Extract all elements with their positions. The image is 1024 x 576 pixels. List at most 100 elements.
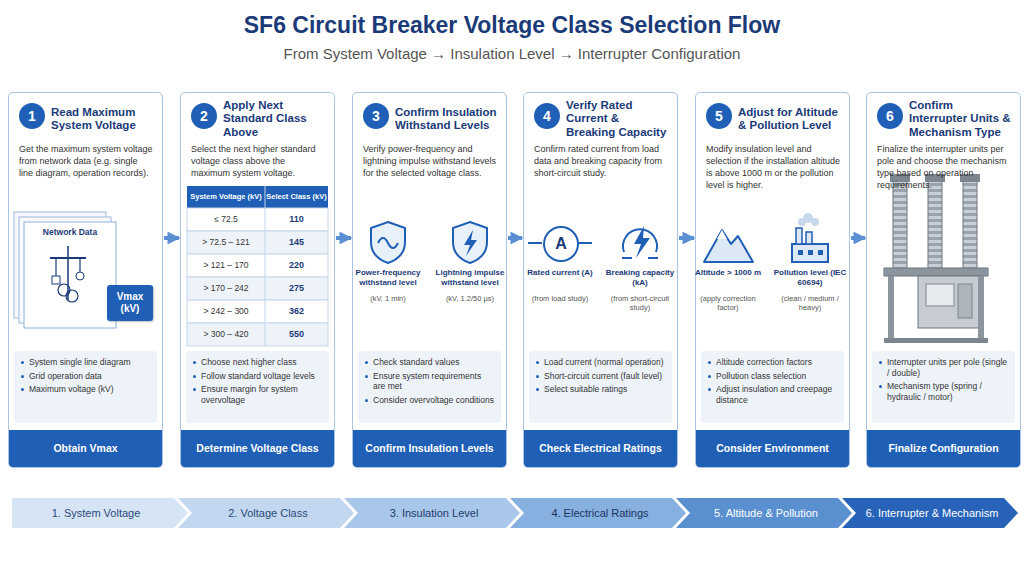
step-footer: Check Electrical Ratings bbox=[524, 430, 677, 467]
step-number-text: 4 bbox=[543, 108, 551, 124]
step-number: 2 bbox=[191, 103, 217, 129]
bullet-item: Choose next higher class bbox=[192, 357, 323, 368]
footer-label: Consider Environment bbox=[716, 442, 829, 454]
bullet-box: Check standard valuesEnsure system requi… bbox=[358, 351, 501, 423]
flow-arrow bbox=[679, 236, 694, 240]
step-number: 6 bbox=[877, 103, 903, 129]
table-cell: > 300 – 420 bbox=[187, 323, 265, 346]
step-number-text: 1 bbox=[28, 108, 36, 124]
withstand-icons bbox=[371, 222, 487, 263]
table-cell: 275 bbox=[265, 277, 328, 300]
step-heading: Verify Rated Current & Breaking Capacity bbox=[566, 99, 671, 139]
subtitle: From System Voltage → Insulation Level →… bbox=[0, 44, 1024, 64]
footer-label: Determine Voltage Class bbox=[196, 442, 318, 454]
bullet-box: Interrupter units per pole (single / dou… bbox=[872, 351, 1015, 423]
bullet-item: Mechanism type (spring / hydraulic / mot… bbox=[878, 381, 1009, 402]
bullet-item: Ensure margin for system overvoltage bbox=[192, 384, 323, 405]
bullet-item: Check standard values bbox=[364, 357, 495, 368]
icon-caption: Breaking capacity (kA) bbox=[602, 268, 678, 287]
bullet-item: Interrupter units per pole (single / dou… bbox=[878, 357, 1009, 378]
step-heading: Adjust for Altitude & Pollution Level bbox=[738, 99, 843, 139]
icon-caption: (apply correction factor) bbox=[690, 294, 766, 312]
vmax-label: Vmax (kV) bbox=[107, 291, 153, 315]
bullet-item: Load current (normal operation) bbox=[535, 357, 666, 368]
network-documents bbox=[14, 212, 116, 328]
table-cell: 550 bbox=[265, 323, 328, 346]
table-cell: Select Class (kV) bbox=[265, 186, 328, 208]
bullet-box: System single line diagramGrid operation… bbox=[14, 351, 157, 423]
chevron-label: 1. System Voltage bbox=[52, 507, 141, 519]
step-heading: Confirm Insulation Withstand Levels bbox=[395, 99, 500, 139]
step-card: Verify Rated Current & Breaking Capacity… bbox=[523, 92, 678, 468]
icon-caption: Rated current (A) bbox=[522, 268, 598, 278]
footer-label: Check Electrical Ratings bbox=[539, 442, 662, 454]
icon-caption: Altitude > 1000 m bbox=[690, 268, 766, 278]
chevron-label: 2. Voltage Class bbox=[228, 507, 308, 519]
step-number-text: 2 bbox=[200, 108, 208, 124]
environment-icons bbox=[704, 213, 828, 262]
icon-caption: Pollution level (IEC 60694) bbox=[772, 268, 848, 287]
icon-caption: Lightning impulse withstand level bbox=[432, 268, 508, 287]
bullet-item: Ensure system requirements are met bbox=[364, 371, 495, 392]
bullet-item: Pollution class selection bbox=[707, 371, 838, 382]
step-footer: Consider Environment bbox=[696, 430, 849, 467]
step-footer: Finalize Configuration bbox=[867, 430, 1020, 467]
sf6-breaker bbox=[884, 174, 988, 343]
step-heading: Read Maximum System Voltage bbox=[51, 99, 156, 139]
icon-caption: (clean / medium / heavy) bbox=[772, 294, 848, 312]
table-cell: 362 bbox=[265, 300, 328, 323]
bullet-item: Adjust insulation and creepage distance bbox=[707, 384, 838, 405]
table-cell: System Voltage (kV) bbox=[187, 186, 265, 208]
flow-arrow bbox=[336, 236, 351, 240]
table-cell: 110 bbox=[265, 208, 328, 231]
bullet-item: Maximum voltage (kV) bbox=[20, 384, 151, 395]
step-footer: Determine Voltage Class bbox=[181, 430, 334, 467]
icon-caption: (kV, 1 min) bbox=[350, 294, 426, 303]
step-number: 1 bbox=[19, 103, 45, 129]
table-cell: > 121 – 170 bbox=[187, 254, 265, 277]
footer-label: Finalize Configuration bbox=[888, 442, 998, 454]
icon-caption: Power-frequency withstand level bbox=[350, 268, 426, 287]
step-number: 5 bbox=[706, 103, 732, 129]
flow-arrow bbox=[851, 236, 865, 240]
bullet-item: Consider overvoltage conditions bbox=[364, 395, 495, 406]
bullet-item: System single line diagram bbox=[20, 357, 151, 368]
step-number-text: 5 bbox=[715, 108, 723, 124]
bullet-item: Follow standard voltage levels bbox=[192, 371, 323, 382]
step-description: Verify power-frequency and lightning imp… bbox=[363, 143, 498, 205]
flow-arrow bbox=[508, 236, 522, 240]
step-chevron: 4. Electrical Ratings bbox=[510, 498, 686, 528]
table-cell: 220 bbox=[265, 254, 328, 277]
table-cell: ≤ 72.5 bbox=[187, 208, 265, 231]
step-number-text: 3 bbox=[372, 108, 380, 124]
step-number: 4 bbox=[534, 103, 560, 129]
step-description: Get the maximum system voltage from netw… bbox=[19, 143, 154, 215]
footer-label: Obtain Vmax bbox=[53, 442, 117, 454]
bullet-box: Choose next higher classFollow standard … bbox=[186, 351, 329, 423]
step-chevron: 2. Voltage Class bbox=[178, 498, 354, 528]
step-description: Select the next higher standard voltage … bbox=[191, 143, 326, 183]
step-number-text: 6 bbox=[886, 108, 894, 124]
bullet-item: Short-circuit current (fault level) bbox=[535, 371, 666, 382]
chevron-label: 3. Insulation Level bbox=[390, 507, 479, 519]
step-number: 3 bbox=[363, 103, 389, 129]
icon-caption: (from short-circuit study) bbox=[602, 294, 678, 312]
step-card: Read Maximum System VoltageGet the maxim… bbox=[8, 92, 163, 468]
step-card: Apply Next Standard Class AboveSelect th… bbox=[180, 92, 335, 468]
step-card: Confirm Interrupter Units & Mechanism Ty… bbox=[866, 92, 1021, 468]
icon-caption: (from load study) bbox=[522, 294, 598, 303]
step-description: Confirm rated current from load data and… bbox=[534, 143, 669, 205]
table-cell: > 72.5 – 121 bbox=[187, 231, 265, 254]
step-footer: Confirm Insulation Levels bbox=[353, 430, 506, 467]
ammeter-letter: A bbox=[555, 235, 567, 253]
table-cell: > 170 – 242 bbox=[187, 277, 265, 300]
bullet-item: Select suitable ratings bbox=[535, 384, 666, 395]
step-description: Finalize the interrupter units per pole … bbox=[877, 143, 1012, 209]
icon-caption: (kV, 1.2/50 µs) bbox=[432, 294, 508, 303]
step-card: Adjust for Altitude & Pollution LevelMod… bbox=[695, 92, 850, 468]
ammeter-symbol: A bbox=[543, 226, 579, 262]
step-description: Modify insulation level and selection if… bbox=[706, 143, 841, 227]
